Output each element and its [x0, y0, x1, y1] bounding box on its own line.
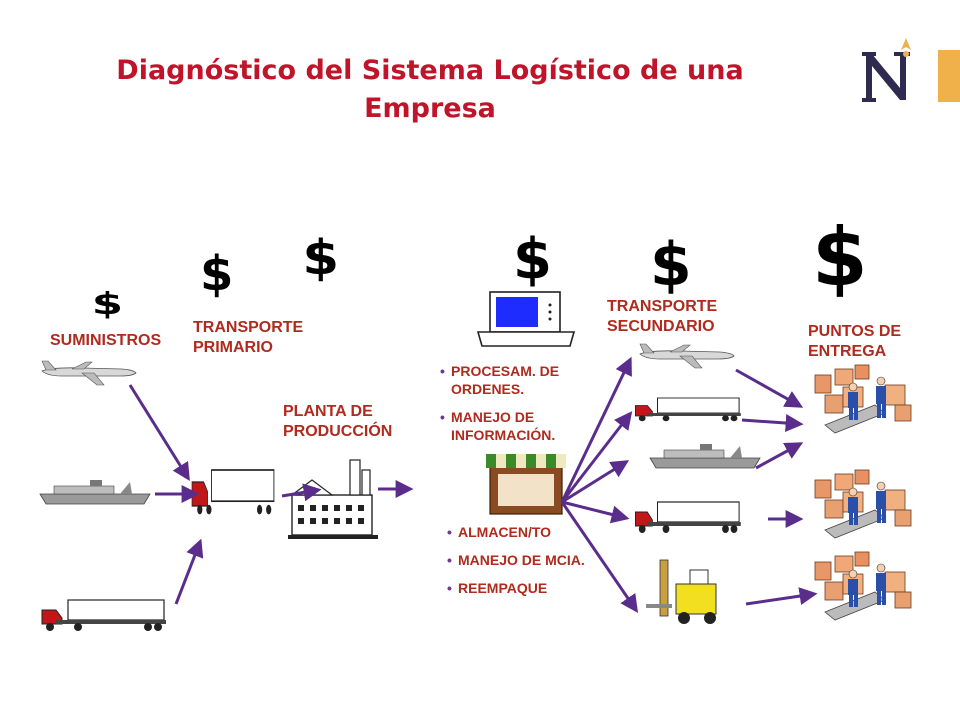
boxes-workers-icon: [814, 469, 912, 539]
ship-icon: [39, 479, 151, 505]
list-item: REEMPAQUE: [447, 579, 637, 597]
ship-icon: [649, 443, 761, 469]
dollar-sign: $: [650, 230, 692, 300]
truck-icon: [634, 501, 742, 534]
computer-icon: [476, 291, 576, 347]
airplane-icon: [639, 343, 735, 369]
accent-bar: [938, 50, 960, 102]
list-item: MANEJO DE INFORMACIÓN.: [440, 408, 610, 444]
dollar-sign: $: [302, 230, 340, 286]
dollar-sign: $: [91, 287, 124, 322]
airplane-icon: [41, 360, 137, 386]
truck-icon: [634, 397, 742, 422]
list-item: PROCESAM. DE ORDENES.: [440, 362, 610, 398]
page-title: Diagnóstico del Sistema Logístico de una…: [116, 55, 744, 124]
logo-n-icon: [862, 38, 911, 102]
boxes-workers-icon: [814, 551, 912, 621]
list-item: ALMACEN/TO: [447, 523, 637, 541]
boxes-workers-icon: [814, 364, 912, 434]
factory-icon: [288, 459, 378, 539]
flow-arrows: [128, 356, 818, 613]
forklift-icon: [646, 559, 717, 624]
truck-icon: [41, 599, 167, 632]
store-icon: [486, 454, 566, 515]
dollar-sign: $: [200, 246, 234, 302]
info-list: PROCESAM. DE ORDENES. MANEJO DE INFORMAC…: [440, 362, 610, 454]
list-item: MANEJO DE MCIA.: [447, 551, 637, 569]
truck-icon: [191, 469, 275, 515]
dollar-sign: $: [812, 211, 868, 304]
label-suministros: SUMINISTROS: [50, 332, 162, 349]
dollar-sign: $: [513, 227, 552, 292]
storage-list: ALMACEN/TO MANEJO DE MCIA. REEMPAQUE: [447, 523, 637, 607]
